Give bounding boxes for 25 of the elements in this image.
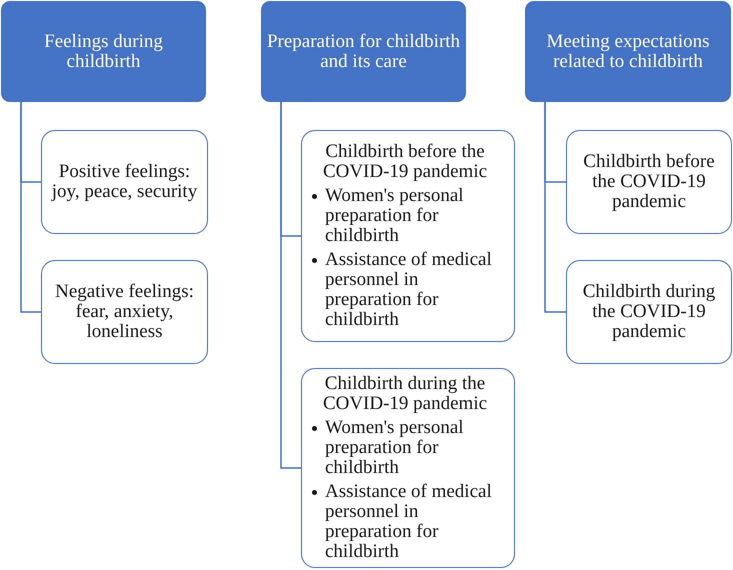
subtopic-card	[301, 130, 515, 342]
subtopic-card	[566, 260, 732, 364]
category-header	[1, 1, 206, 102]
category-header	[261, 1, 466, 102]
header-text: Feelings during childbirth	[43, 32, 164, 72]
subtopic-card	[41, 130, 208, 234]
bullet-text: Women's personal preparation for childbirth	[325, 418, 465, 478]
connector-line	[280, 102, 301, 469]
subtopic-card	[301, 368, 515, 568]
connector-line	[544, 102, 566, 313]
card-text: Childbirth during the COVID-19 pandemic	[322, 374, 488, 414]
header-text: Preparation for childbirth and its care	[266, 32, 462, 72]
bullet-text: Assistance of medical personnel in preparation for childbirth	[325, 250, 493, 330]
card-text: Positive feelings: joy, peace, security	[50, 162, 198, 202]
subtopic-card	[41, 260, 208, 364]
category-header	[525, 1, 731, 102]
card-text: Negative feelings: fear, anxiety, loneliness	[54, 282, 195, 342]
header-text: Meeting expectations related to childbirth	[545, 32, 711, 72]
card-text: Childbirth during the COVID-19 pandemic	[582, 282, 716, 342]
bullet-text: Women's personal preparation for childbirth	[325, 186, 465, 246]
card-text: Childbirth before the COVID-19 pandemic	[322, 142, 488, 182]
card-text: Childbirth before the COVID-19 pandemic	[582, 152, 716, 212]
bullet-text: Assistance of medical personnel in preparation for childbirth	[325, 482, 493, 562]
subtopic-card	[566, 130, 732, 234]
connector-line	[20, 102, 41, 313]
